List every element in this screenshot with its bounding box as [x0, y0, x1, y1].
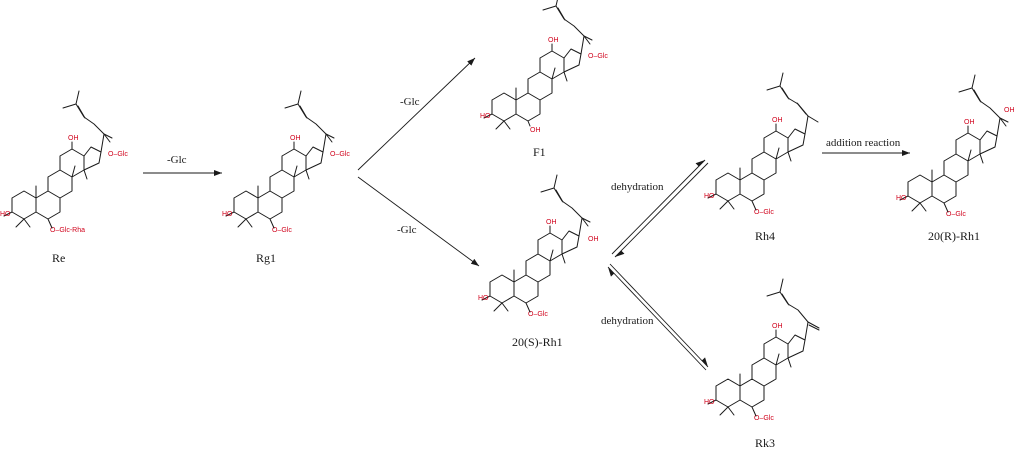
rg1-c20-substituent: O–Glc [330, 151, 350, 158]
f1-c12-hydroxyl: OH [548, 37, 559, 44]
rh1r-c6-substituent: O–Glc [946, 211, 966, 218]
rh1s-name: 20(S)-Rh1 [512, 335, 563, 349]
rh1r-c20-hydroxyl: OH [1004, 107, 1015, 114]
arrow-rh1-to-rh4 [611, 159, 706, 255]
compound-20r-rh1: HO OH O–Glc OH [896, 74, 1015, 218]
rh1s-skeleton [481, 225, 580, 312]
rh4-c6-substituent: O–Glc [754, 209, 774, 216]
rh4-c3-hydroxyl: HO [704, 193, 715, 200]
rh1r-c12-hydroxyl: OH [964, 119, 975, 126]
f1-side-chain [542, 0, 593, 55]
rg1-name: Rg1 [256, 251, 276, 265]
rg1-c3-hydroxyl: HO [222, 211, 233, 218]
compound-re: HO OH O–Glc-Rha O–Glc [0, 90, 128, 234]
rk3-name: Rk3 [755, 436, 775, 450]
arrow-rg1-to-rh1 [357, 176, 480, 267]
label-rh4-to-rh1r: addition reaction [826, 137, 901, 149]
re-skeleton [3, 141, 102, 228]
rh4-name: Rh4 [755, 229, 775, 243]
re-c20-substituent: O–Glc [108, 151, 128, 158]
rh1s-c3-hydroxyl: HO [478, 295, 489, 302]
f1-c6-substituent: OH [530, 127, 541, 134]
rk3-side-chain [766, 278, 820, 341]
rh1s-c12-hydroxyl: OH [546, 219, 557, 226]
rk3-c12-hydroxyl: OH [772, 323, 783, 330]
rg1-c12-hydroxyl: OH [290, 135, 301, 142]
rk3-c6-substituent: O–Glc [754, 415, 774, 422]
compound-rh4: HO OH O–Glc [704, 72, 819, 216]
compound-rk3: HO OH O–Glc [704, 278, 820, 422]
f1-c20-substituent: O–Glc [588, 53, 608, 60]
f1-skeleton [483, 43, 582, 130]
re-side-chain [62, 90, 113, 153]
rh4-c12-hydroxyl: OH [772, 117, 783, 124]
f1-name: F1 [533, 145, 546, 159]
label-rg1-to-f1: -Glc [400, 96, 420, 108]
compound-rg1: HO OH O–Glc O–Glc [222, 90, 350, 234]
re-c3-hydroxyl: HO [0, 211, 11, 218]
rg1-c6-substituent: O–Glc [272, 227, 292, 234]
rh1r-side-chain [958, 74, 1009, 137]
re-c12-hydroxyl: OH [68, 135, 79, 142]
rh4-skeleton [707, 123, 806, 210]
arrow-rg1-to-f1 [357, 57, 476, 171]
label-rh1-to-rh4: dehydration [611, 181, 664, 193]
rh1r-c3-hydroxyl: HO [896, 195, 907, 202]
rk3-c3-hydroxyl: HO [704, 399, 715, 406]
label-rg1-to-rh1: -Glc [397, 224, 417, 236]
rk3-skeleton [707, 329, 806, 416]
rh1s-c6-substituent: O–Glc [528, 311, 548, 318]
rh4-side-chain [766, 72, 819, 135]
rg1-side-chain [284, 90, 335, 153]
label-rh1-to-rk3: dehydration [601, 315, 654, 327]
compound-20s-rh1: HO OH O–Glc OH [478, 174, 599, 318]
re-c6-substituent: O–Glc-Rha [50, 227, 85, 234]
rh1r-skeleton [899, 125, 998, 212]
re-name: Re [52, 251, 65, 265]
rh1s-c20-hydroxyl: OH [588, 236, 599, 243]
rg1-skeleton [225, 141, 324, 228]
rh1s-side-chain [540, 174, 591, 237]
f1-c3-hydroxyl: HO [480, 113, 491, 120]
label-re-to-rg1: -Glc [167, 154, 187, 166]
compound-f1: HO OH OH O–Glc [480, 0, 608, 134]
arrow-rh1-to-rk3 [609, 263, 709, 368]
rh1r-name: 20(R)-Rh1 [928, 229, 980, 243]
arrow-rk3-to-rh1 [607, 266, 707, 371]
arrow-rh4-to-rh1 [614, 162, 709, 258]
